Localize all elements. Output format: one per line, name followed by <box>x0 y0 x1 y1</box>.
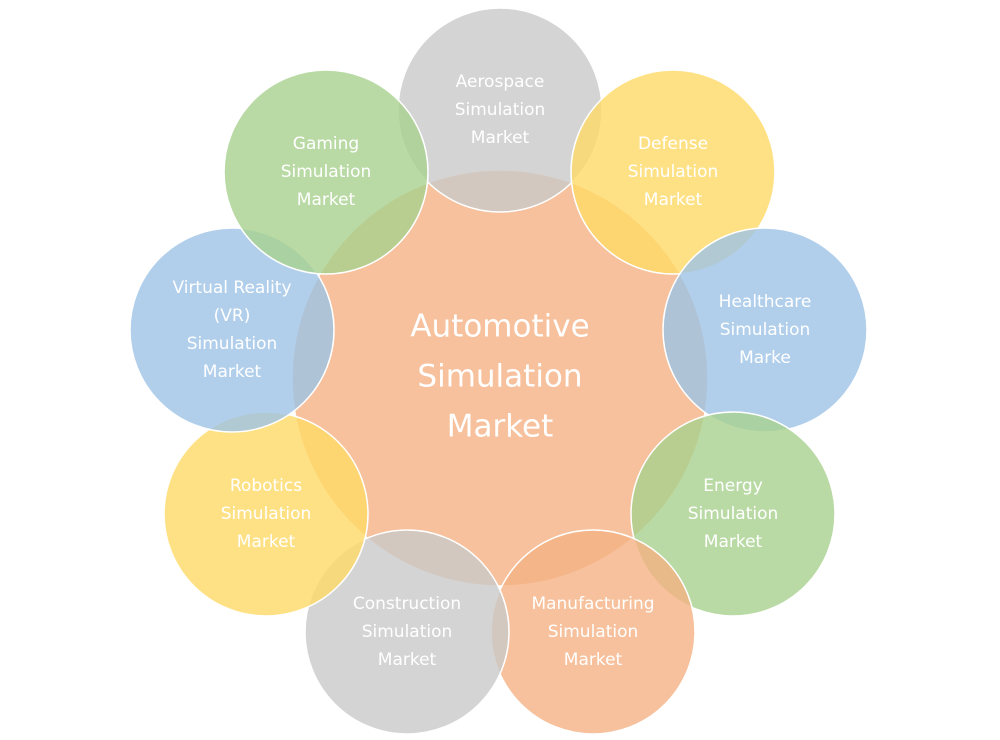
satellite-label-construction-line: Simulation <box>362 622 453 642</box>
center-label-line: Automotive <box>410 309 589 345</box>
satellite-label-aerospace-line: Simulation <box>455 100 546 120</box>
satellite-label-construction-line: Market <box>378 650 437 670</box>
satellite-label-manufacturing-line: Market <box>564 650 623 670</box>
satellite-label-energy-line: Energy <box>703 476 763 496</box>
satellite-label-defense-line: Simulation <box>628 162 719 182</box>
satellite-label-virtual-reality-line: (VR) <box>214 306 251 326</box>
satellite-label-gaming-line: Simulation <box>281 162 372 182</box>
satellite-label-virtual-reality-line: Market <box>203 362 262 382</box>
satellite-circle-defense <box>570 69 776 275</box>
satellite-label-energy-line: Market <box>704 532 763 552</box>
satellite-circle-construction <box>304 529 510 735</box>
satellite-label-healthcare-line: Marke <box>739 348 791 368</box>
satellite-label-aerospace-line: Aerospace <box>456 72 545 92</box>
center-label-line: Simulation <box>417 359 582 395</box>
center-label-line: Market <box>447 409 554 445</box>
satellite-label-defense-line: Defense <box>638 134 708 154</box>
satellite-circle-energy <box>630 411 836 617</box>
satellite-label-aerospace-line: Market <box>471 128 530 148</box>
satellite-label-robotics-line: Robotics <box>230 476 302 496</box>
satellite-label-gaming-line: Gaming <box>293 134 359 154</box>
circles-layer <box>129 7 868 735</box>
satellite-label-virtual-reality-line: Simulation <box>187 334 278 354</box>
satellite-label-robotics-line: Simulation <box>221 504 312 524</box>
satellite-circle-gaming <box>223 69 429 275</box>
satellite-label-energy-line: Simulation <box>688 504 779 524</box>
satellite-label-manufacturing-line: Simulation <box>548 622 639 642</box>
satellite-label-robotics-line: Market <box>237 532 296 552</box>
satellite-label-construction-line: Construction <box>353 594 461 614</box>
satellite-label-healthcare-line: Healthcare <box>719 292 812 312</box>
satellite-label-manufacturing-line: Manufacturing <box>531 594 654 614</box>
satellite-label-defense-line: Market <box>644 190 703 210</box>
satellite-label-healthcare-line: Simulation <box>720 320 811 340</box>
satellite-label-gaming-line: Market <box>297 190 356 210</box>
satellite-label-virtual-reality-line: Virtual Reality <box>172 278 291 298</box>
satellite-circle-virtual-reality <box>129 227 335 433</box>
